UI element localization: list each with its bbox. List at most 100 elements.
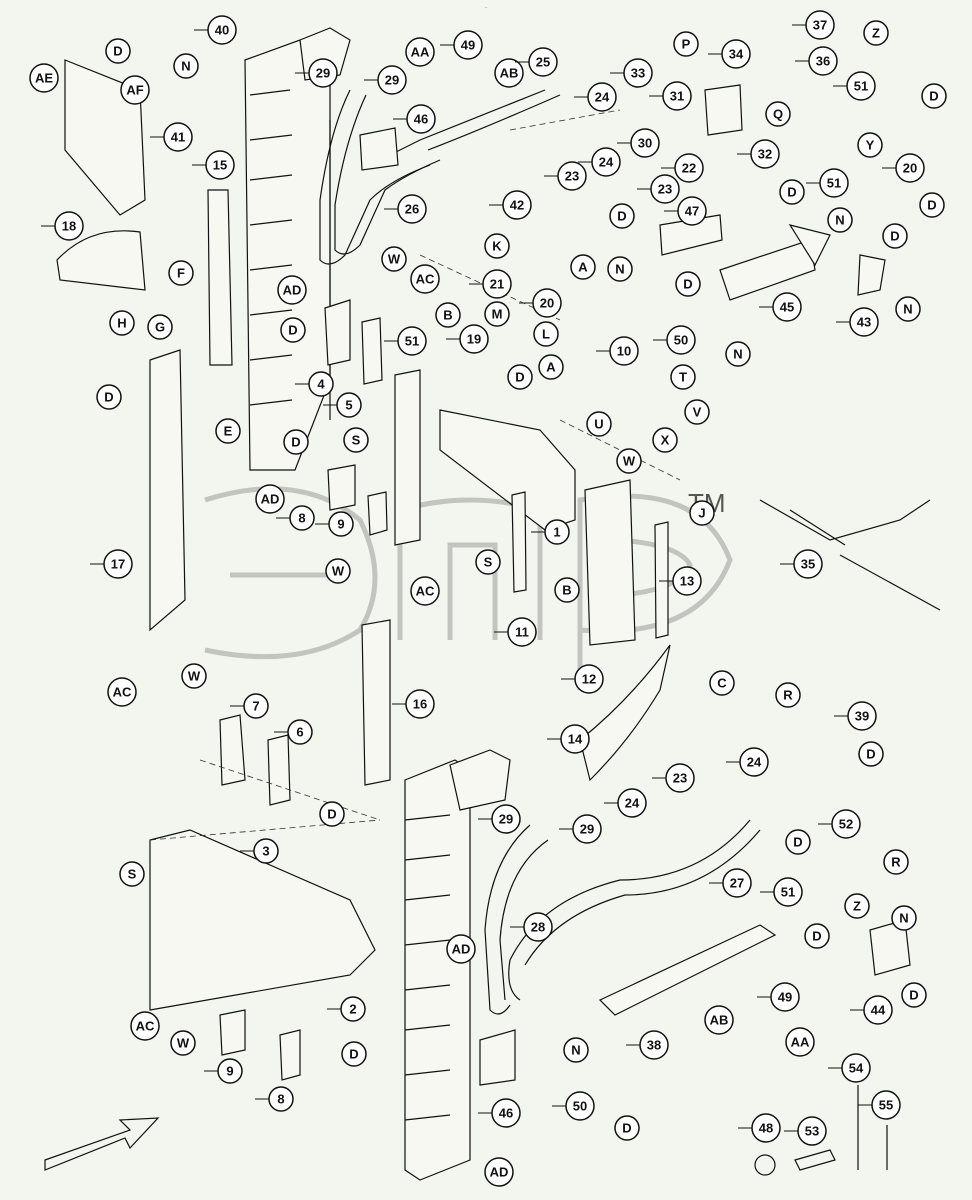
callout-label: D [113,44,122,59]
lower-cutter-bar-assembly [404,749,511,1181]
callout-c25: 25 [515,47,558,77]
callout-circle [882,223,908,249]
callout-circle [670,364,696,390]
callout-circle [901,982,927,1008]
callout-c6: 6 [274,719,313,745]
callout-label: 7 [252,699,259,714]
callout-cD4: D [280,317,306,343]
callout-cAC1: AC [410,264,440,294]
callout-label: D [288,323,297,338]
callout-cW5: W [170,1030,196,1056]
callout-cR2: R [883,849,909,875]
callout-c29d: 29 [559,814,602,844]
callout-label: 19 [467,332,481,347]
callout-c8a: 8 [276,505,315,531]
callout-cAC4: AC [130,1011,160,1041]
callout-c42: 42 [489,190,532,220]
callout-label: N [615,262,624,277]
callout-label: 29 [580,822,594,837]
callout-circle [277,275,307,305]
callout-c20a: 20 [882,153,925,183]
callout-circle [170,1030,196,1056]
callout-label: 23 [673,771,687,786]
callout-cP: P [673,31,699,57]
callout-label: 39 [855,709,869,724]
callout-circle [109,310,135,336]
callout-label: AD [490,1165,509,1180]
callout-label: 5 [345,398,352,413]
callout-circle [652,427,678,453]
callout-circle [895,296,921,322]
callout-c9b: 9 [204,1058,243,1084]
callout-circle [410,264,440,294]
callout-circle [280,317,306,343]
callout-label: W [177,1036,190,1051]
callout-cA1: A [538,354,564,380]
callout-label: 9 [337,517,344,532]
callout-cR1: R [775,682,801,708]
callout-circle [779,179,805,205]
callout-c28: 28 [510,912,553,942]
callout-cN7: N [563,1037,589,1063]
callout-label: AA [411,45,430,60]
callout-cN1: N [173,53,199,79]
callout-label: 33 [631,66,645,81]
callout-c46b: 46 [478,1098,521,1128]
callout-label: 32 [758,147,772,162]
callout-label: AB [710,1013,729,1028]
callout-label: 1 [553,525,560,540]
callout-cW1: W [381,246,407,272]
callout-cN4: N [895,296,921,322]
callout-circle [570,254,596,280]
callout-cD13: D [858,741,884,767]
callout-cD1: D [105,38,131,64]
callout-label: A [578,260,588,275]
callout-label: D [683,277,692,292]
callout-cAC3: AC [107,677,137,707]
callout-label: AC [416,584,435,599]
callout-cN2: N [607,256,633,282]
callout-label: 25 [536,55,550,70]
callout-circle [381,246,407,272]
callout-circle [405,37,435,67]
callout-cN6: N [891,905,917,931]
callout-cD18: D [614,1115,640,1141]
callout-circle [475,549,501,575]
hardware [44,1085,888,1176]
callout-cAA1: AA [405,37,435,67]
callout-label: 46 [499,1106,513,1121]
callout-circle [921,83,947,109]
callout-label: 48 [759,1121,773,1136]
callout-c34: 34 [708,39,751,69]
callout-circle [319,801,345,827]
callout-cD10: D [96,384,122,410]
callout-c15: 15 [192,150,235,180]
callout-label: 50 [573,1099,587,1114]
dashed-guide-lines [149,109,681,841]
callout-label: D [929,89,938,104]
callout-label: AA [791,1035,810,1050]
callout-circle [215,418,241,444]
callout-label: G [155,320,165,335]
callout-circle [173,53,199,79]
callout-label: 24 [595,90,610,105]
callout-label: 8 [277,1092,284,1107]
callout-label: S [352,433,361,448]
callout-c23a: 23 [544,161,587,191]
callout-cE: E [215,418,241,444]
callout-cJ: J [689,500,715,526]
callout-label: N [903,302,912,317]
callout-label: 21 [490,277,504,292]
callout-label: R [783,688,793,703]
callout-label: 24 [625,796,640,811]
callout-label: 22 [682,161,696,176]
callout-label: 37 [813,18,827,33]
callout-label: 29 [499,812,513,827]
callout-circle [857,132,883,158]
callout-circle [827,207,853,233]
callout-cZ2: Z [844,893,870,919]
callout-cAD2: AD [255,484,285,514]
callout-c47: 47 [664,196,707,226]
callout-label: AC [136,1019,155,1034]
